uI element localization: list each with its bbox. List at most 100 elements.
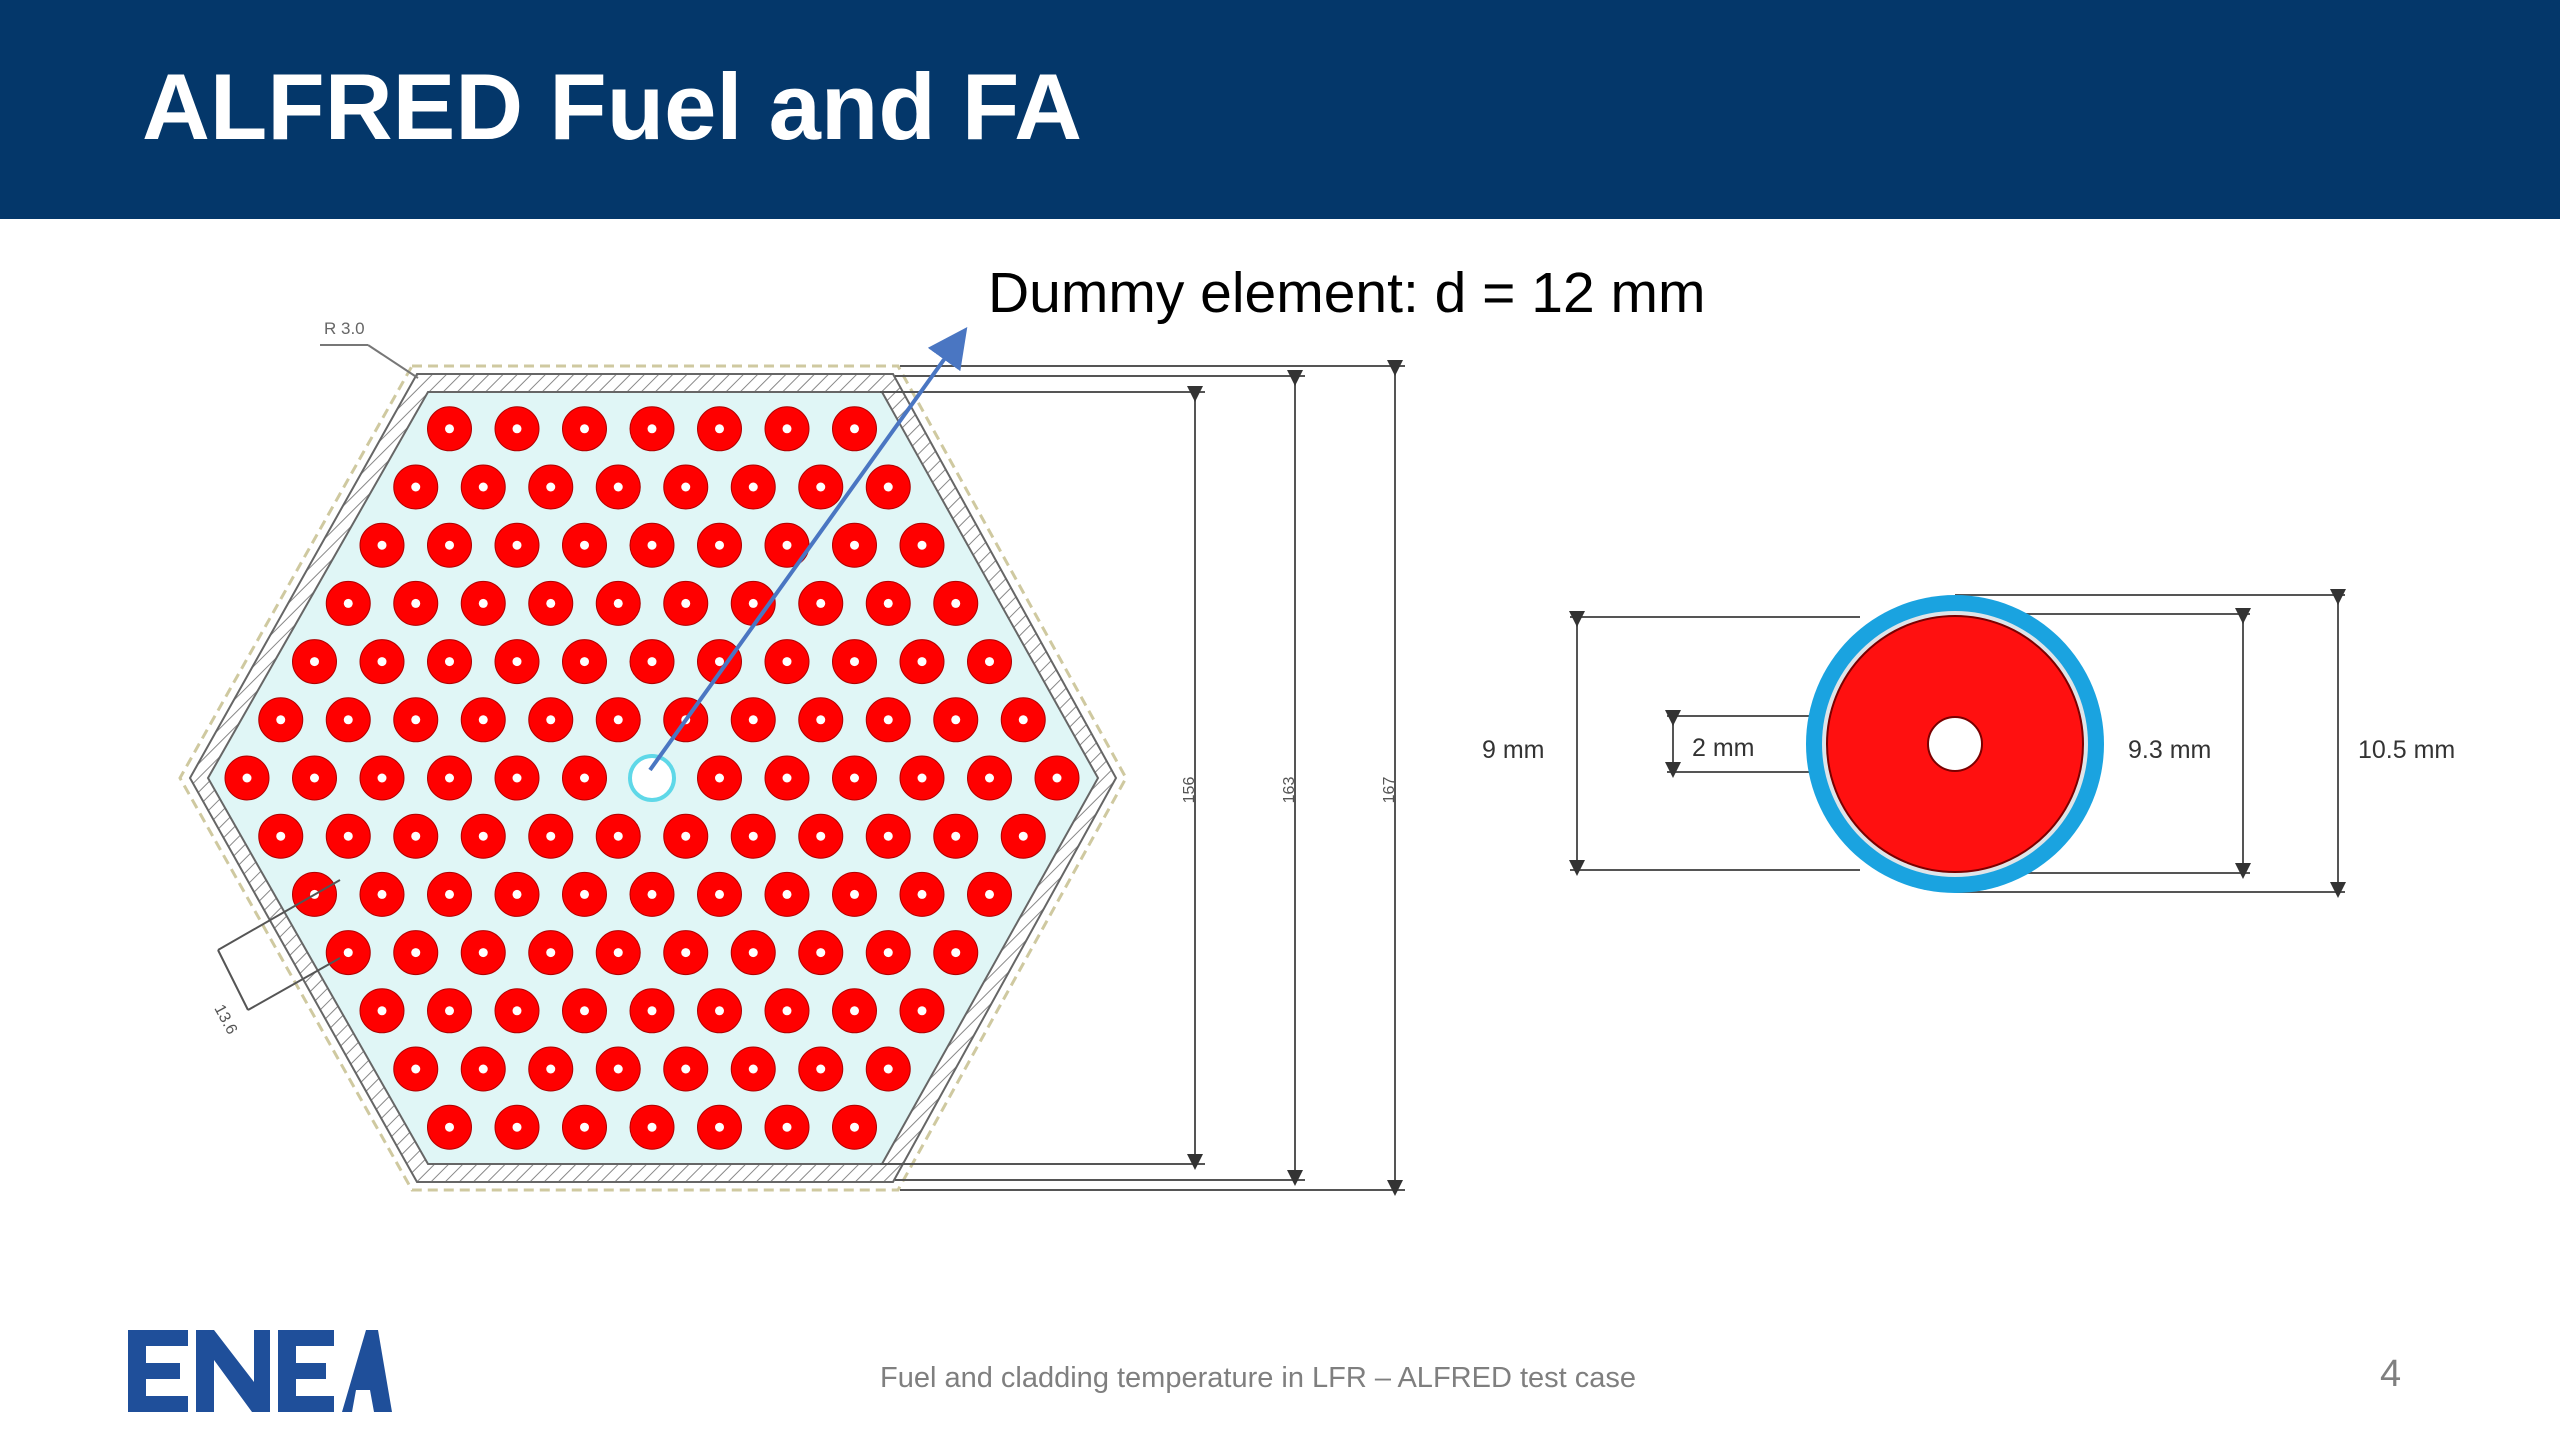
fuel-pin-hole bbox=[850, 657, 859, 667]
fuel-pin-hole bbox=[580, 424, 589, 434]
clad-inner-diameter-label: 9.3 mm bbox=[2128, 736, 2211, 764]
fuel-pin-hole bbox=[580, 1006, 589, 1016]
fuel-pin-hole bbox=[917, 657, 927, 667]
fuel-pin-hole bbox=[883, 1064, 893, 1074]
fuel-pin-hole bbox=[850, 889, 859, 899]
fuel-pin-hole bbox=[580, 773, 589, 783]
fuel-pin-hole bbox=[546, 715, 556, 725]
fuel-pin-hole bbox=[512, 1122, 522, 1132]
fuel-pin-hole bbox=[715, 540, 724, 550]
fuel-pin-hole bbox=[478, 831, 488, 841]
fuel-pin-hole bbox=[782, 657, 792, 667]
fuel-pin-hole bbox=[512, 773, 522, 783]
fuel-pin-hole bbox=[985, 657, 994, 667]
header-bar bbox=[0, 0, 2560, 219]
assembly-outer-dashed bbox=[178, 364, 1128, 1192]
fuel-pin-hole bbox=[850, 540, 859, 550]
fuel-pin-hole bbox=[782, 889, 792, 899]
fuel-pin-hole bbox=[647, 540, 657, 550]
fuel-pin-hole bbox=[512, 424, 522, 434]
fuel-pin-hole bbox=[445, 1006, 454, 1016]
fuel-pin-hole bbox=[748, 715, 758, 725]
fuel-pin-hole bbox=[478, 948, 488, 958]
fuel-pin-hole bbox=[715, 1006, 724, 1016]
fuel-pin-hole bbox=[647, 1006, 657, 1016]
fuel-pin-hole bbox=[411, 1064, 421, 1074]
fuel-pin-hole bbox=[411, 831, 421, 841]
fuel-pin-hole bbox=[850, 424, 859, 434]
clad-outer-diameter-label: 10.5 mm bbox=[2358, 736, 2455, 764]
fuel-pin-hole bbox=[816, 715, 826, 725]
corner-radius-label: R 3.0 bbox=[324, 319, 365, 338]
dummy-element-arrow bbox=[648, 326, 968, 772]
fuel-pin-hole bbox=[613, 715, 623, 725]
fuel-pin-hole bbox=[715, 424, 724, 434]
dummy-element bbox=[628, 754, 676, 802]
fuel-pin-hole bbox=[343, 598, 353, 608]
fuel-pin-hole bbox=[478, 715, 488, 725]
fuel-pin-hole bbox=[377, 773, 387, 783]
fuel-pin-hole bbox=[613, 482, 623, 492]
fuel-pin-hole bbox=[546, 948, 556, 958]
fuel-pin-hole bbox=[748, 482, 758, 492]
fuel-pin-hole bbox=[917, 1006, 927, 1016]
fuel-pin-hole bbox=[445, 889, 454, 899]
fuel-pin-hole bbox=[985, 889, 994, 899]
fuel-pin-hole bbox=[715, 889, 724, 899]
fuel-pin-hole bbox=[546, 482, 556, 492]
fuel-pin-hole bbox=[816, 598, 826, 608]
fuel-pin-hole bbox=[445, 657, 454, 667]
fuel-pin-hole bbox=[613, 1064, 623, 1074]
fuel-pin-hole bbox=[681, 598, 691, 608]
fuel-pin-hole bbox=[580, 889, 589, 899]
fuel-pin-hole bbox=[748, 831, 758, 841]
dummy-element-annotation: Dummy element: d = 12 mm bbox=[988, 261, 1706, 325]
fuel-pin-hole bbox=[816, 948, 826, 958]
page-number: 4 bbox=[2380, 1353, 2402, 1395]
fuel-pin-hole bbox=[985, 773, 994, 783]
enea-logo bbox=[128, 1330, 392, 1412]
fuel-pin-cross-section: 9 mm 2 mm 9.3 mm 10.5 mm bbox=[1482, 589, 2455, 898]
fuel-pin-hole bbox=[850, 1006, 859, 1016]
fuel-pin-hole bbox=[613, 948, 623, 958]
fuel-pin-hole bbox=[580, 540, 589, 550]
fuel-pin-hole bbox=[883, 715, 893, 725]
fuel-pin-hole bbox=[883, 598, 893, 608]
dimension-label-167: 167 bbox=[1381, 777, 1398, 804]
fuel-pin-hole bbox=[748, 598, 758, 608]
fuel-pin-hole bbox=[512, 657, 522, 667]
fuel-pin-hole bbox=[310, 773, 319, 783]
fuel-assembly-drawing: R 3.0 13.6 156 163 167 bbox=[178, 319, 1405, 1196]
fuel-pin-hole bbox=[816, 482, 826, 492]
fuel-pin-hole bbox=[411, 715, 421, 725]
hole-diameter-label: 2 mm bbox=[1692, 734, 1755, 762]
fuel-pin-hole bbox=[411, 482, 421, 492]
fuel-pin-lattice bbox=[224, 406, 1080, 1150]
fuel-pin-hole bbox=[343, 715, 353, 725]
fuel-pin-hole bbox=[647, 657, 657, 667]
fuel-pin-hole bbox=[445, 773, 454, 783]
fuel-pin-hole bbox=[1052, 773, 1062, 783]
fuel-pin-hole bbox=[816, 1064, 826, 1074]
fuel-pin-hole bbox=[816, 831, 826, 841]
fuel-pin-hole bbox=[343, 831, 353, 841]
fuel-pin-hole bbox=[782, 773, 792, 783]
fuel-pin-hole bbox=[850, 773, 859, 783]
fuel-pin-hole bbox=[242, 773, 252, 783]
fuel-pin-hole bbox=[782, 540, 792, 550]
fuel-pin-hole bbox=[512, 889, 522, 899]
fuel-pin-hole bbox=[715, 773, 724, 783]
fuel-pin-hole bbox=[951, 598, 961, 608]
fuel-pin-hole bbox=[917, 540, 927, 550]
fuel-pin-hole bbox=[951, 831, 961, 841]
fuel-pin-hole bbox=[748, 948, 758, 958]
fuel-pin-hole bbox=[445, 424, 454, 434]
fuel-pin-hole bbox=[647, 1122, 657, 1132]
dimension-label-163: 163 bbox=[1281, 777, 1298, 804]
fuel-pin-hole bbox=[951, 715, 961, 725]
dimension-label-156: 156 bbox=[1181, 777, 1198, 804]
fuel-pin-hole bbox=[411, 948, 421, 958]
fuel-pin-hole bbox=[580, 657, 589, 667]
fuel-pin-hole bbox=[546, 831, 556, 841]
